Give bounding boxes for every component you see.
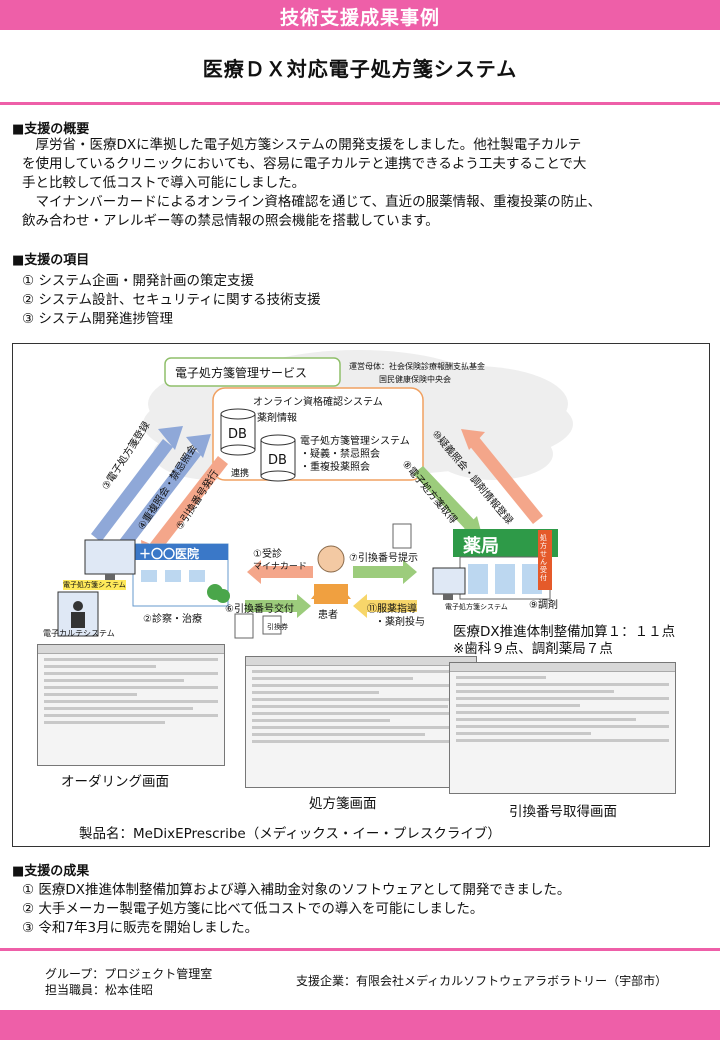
items-list-item: ② システム設計、セキュリティに関する技術支援 (22, 292, 321, 308)
exchange-ticket-icon (262, 615, 282, 635)
db-label: DB (268, 453, 287, 468)
overview-line: 飲み合わせ・アレルギー等の禁忌情報の照会機能を搭載しています。 (22, 213, 439, 229)
database-icon (220, 408, 296, 482)
pharmacy-sign: 処方せん受付 (540, 534, 547, 582)
exchange-number-screenshot (449, 662, 676, 794)
step-2-label: ②診察・治療 (143, 614, 202, 625)
arrow-present (353, 560, 417, 584)
bonus-line-1: 医療DX推進体制整備加算１：１１点 (453, 624, 676, 640)
arrow-check (118, 447, 201, 550)
banner-title: 技術支援成果事例 (279, 7, 440, 29)
arrow-register (91, 439, 173, 542)
results-list-item: ② 大手メーカー製電子処方箋に比べて低コストでの導入を可能にしました。 (22, 901, 484, 917)
results-list-item: ① 医療DX推進体制整備加算および導入補助金対象のソフトウェアとして開発できまし… (22, 882, 571, 898)
arrow-guidance (353, 594, 417, 618)
clinic-name: ＋〇〇医院 (139, 547, 200, 561)
mgmt-item-2: ・重複投薬照会 (300, 462, 370, 473)
bottom-banner (0, 1010, 720, 1040)
operator-line-2: 国民健康保険中央会 (379, 375, 451, 384)
overview-line: 厚労省・医療DXに準拠した電子処方箋システムの開発支援をしました。他社製電子カル… (22, 137, 582, 153)
step-11a-label: ⑪服薬指導 (367, 604, 417, 615)
step-1-label: ①受診 (253, 549, 282, 560)
step-7-label: ⑦引換番号提示 (349, 553, 418, 564)
exchange-note: 引換券 (267, 623, 288, 631)
ordering-screenshot (37, 644, 225, 766)
overview-text: 厚労省・医療DXに準拠した電子処方箋システムの開発支援をしました。他社製電子カル… (22, 136, 712, 231)
arrow-exchange-give (245, 594, 311, 618)
link-label: 連携 (231, 469, 250, 479)
title-divider (0, 102, 720, 105)
service-title-box (164, 357, 341, 387)
items-heading: ■支援の項目 (12, 253, 90, 268)
pharmacy-computer-icon (432, 567, 466, 600)
mgmt-system-label: 電子処方箋管理システム (300, 436, 410, 447)
arrow-exchange-issue (148, 456, 228, 554)
prescription-info-label: 薬剤情報 (257, 413, 297, 424)
arrow-acquire (413, 466, 478, 532)
operator-line-1: 運営母体：社会保険診療報酬支払基金 (349, 362, 485, 371)
footer-staff: 担当職員：松本佳昭 (45, 983, 154, 997)
results-heading: ■支援の成果 (12, 864, 90, 879)
overview-line: を使用しているクリニックにおいても、容易に電子カルテと連携できるよう工夫すること… (22, 156, 587, 172)
arrow-inquiry-head (461, 429, 485, 450)
pharmacy-building-icon (453, 529, 558, 600)
ordering-caption: オーダリング画面 (61, 774, 169, 790)
patient-label: 患者 (318, 610, 338, 621)
arrow-visit (247, 560, 313, 584)
exchange-number-caption: 引換番号取得画面 (509, 804, 617, 820)
db-label: DB (228, 427, 247, 442)
step-6-label: ⑥引換番号交付 (225, 604, 294, 615)
my-number-label: マイナカード (253, 562, 307, 572)
arrow-check-head (186, 434, 211, 458)
step-11b-label: ・薬剤投与 (375, 617, 425, 628)
footer-divider (0, 948, 720, 951)
step-9-label: ⑨調剤 (529, 600, 558, 611)
prescription-screenshot (245, 656, 477, 788)
product-name: 製品名：MeDixEPrescribe（メディックス・イー・プレスクライブ） (79, 826, 501, 842)
arrow-register-head (158, 426, 183, 450)
results-list-item: ③ 令和7年3月に販売を開始しました。 (22, 920, 259, 936)
overview-heading: ■支援の概要 (12, 122, 90, 137)
pharmacy-system-label: 電子処方箋システム (445, 603, 508, 611)
prescription-caption: 処方箋画面 (309, 796, 377, 812)
items-list-item: ③ システム開発進捗管理 (22, 311, 173, 327)
arrow-inquiry (468, 436, 543, 524)
top-banner: 技術支援成果事例 (0, 0, 720, 30)
mgmt-item-1: ・疑義・禁忌照会 (300, 449, 380, 460)
clinic-building-icon (132, 543, 230, 607)
overview-line: マイナンバーカードによるオンライン資格確認を通じて、直近の服薬情報、重複投薬の防… (22, 194, 602, 210)
footer-group: グループ：プロジェクト管理室 (45, 967, 213, 981)
overview-line: 手と比較して低コストで導入可能にしました。 (22, 175, 306, 191)
items-list-item: ① システム企画・開発計画の策定支援 (22, 273, 254, 289)
clinic-computer-icon (57, 539, 136, 637)
page-title: 医療ＤＸ対応電子処方箋システム (202, 57, 518, 81)
bonus-line-2: ※歯科９点、調剤薬局７点 (453, 641, 613, 657)
system-diagram: 電子処方箋管理サービス 運営母体：社会保険診療報酬支払基金 国民健康保険中央会 … (12, 343, 710, 847)
pharmacy-name: 薬局 (463, 536, 499, 557)
online-system-label: オンライン資格確認システム (253, 397, 383, 408)
patient-icon (311, 545, 351, 604)
document-icon (392, 523, 412, 549)
document-icon (234, 613, 254, 639)
diagram-graphics (57, 350, 573, 639)
clinic-system-label: 電子処方箋システム (63, 580, 126, 590)
footer-company: 支援企業：有限会社メディカルソフトウェアラボラトリー（宇部市） (296, 974, 668, 988)
ehr-system-label: 電子カルテシステム (43, 629, 115, 638)
service-title: 電子処方箋管理サービス (175, 366, 308, 380)
